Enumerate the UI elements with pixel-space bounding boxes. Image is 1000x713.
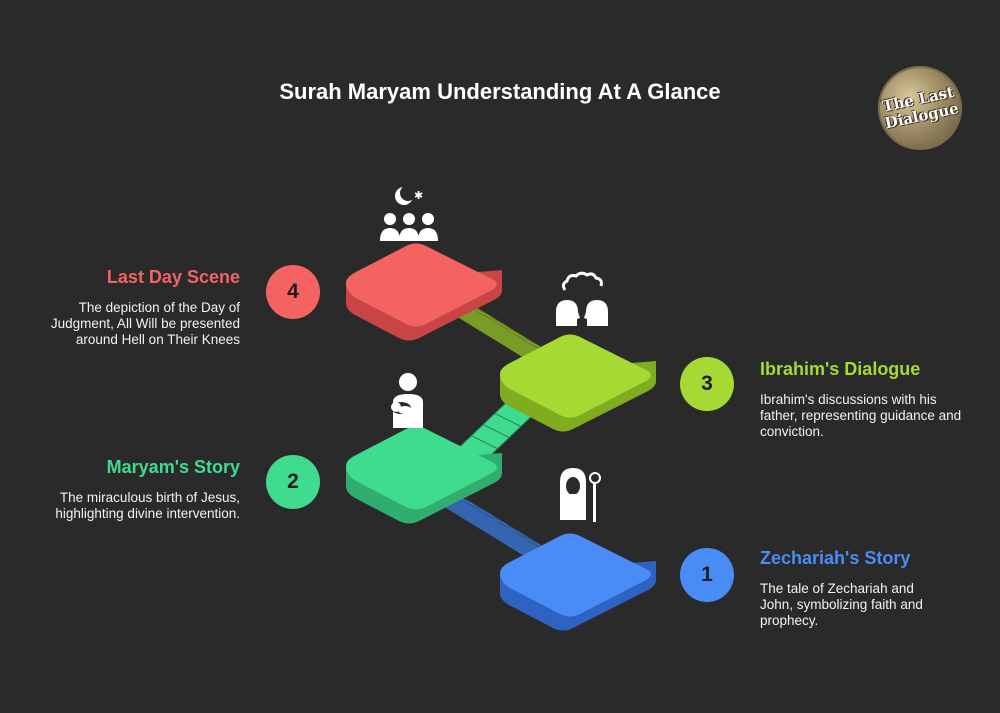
step-2-block: Maryam's Story The miraculous birth of J… bbox=[40, 457, 240, 522]
platform-step-1 bbox=[500, 533, 656, 631]
step-3-badge: 3 bbox=[680, 357, 734, 411]
step-1-block: Zechariah's Story The tale of Zechariah … bbox=[760, 548, 950, 629]
step-4-badge: 4 bbox=[266, 265, 320, 319]
step-2-heading: Maryam's Story bbox=[106, 457, 240, 477]
page-title: Surah Maryam Understanding At A Glance bbox=[279, 79, 721, 104]
step-3-text: Ibrahim's discussions with his father, r… bbox=[760, 392, 962, 439]
step-4-heading: Last Day Scene bbox=[106, 267, 240, 287]
prophet-with-staff-icon bbox=[560, 468, 601, 522]
svg-text:✱: ✱ bbox=[414, 189, 423, 202]
mother-with-child-icon bbox=[391, 373, 423, 428]
two-heads-dialogue-icon bbox=[556, 271, 608, 326]
step-4-text: The depiction of the Day of Judgment, Al… bbox=[50, 300, 240, 347]
step-4-block: Last Day Scene The depiction of the Day … bbox=[40, 267, 240, 348]
step-1-text: The tale of Zechariah and John, symboliz… bbox=[760, 581, 923, 628]
step-2-text: The miraculous birth of Jesus, highlight… bbox=[55, 490, 240, 521]
platform-step-2 bbox=[346, 426, 502, 524]
platform-step-4 bbox=[346, 243, 502, 341]
step-3-heading: Ibrahim's Dialogue bbox=[760, 359, 921, 379]
platform-step-3 bbox=[500, 334, 656, 432]
step-2-badge: 2 bbox=[266, 455, 320, 509]
step-1-heading: Zechariah's Story bbox=[760, 548, 911, 568]
step-3-block: Ibrahim's Dialogue Ibrahim's discussions… bbox=[760, 359, 970, 440]
step-1-badge: 1 bbox=[680, 548, 734, 602]
crowd-crescent-icon: ✱ bbox=[380, 185, 438, 241]
